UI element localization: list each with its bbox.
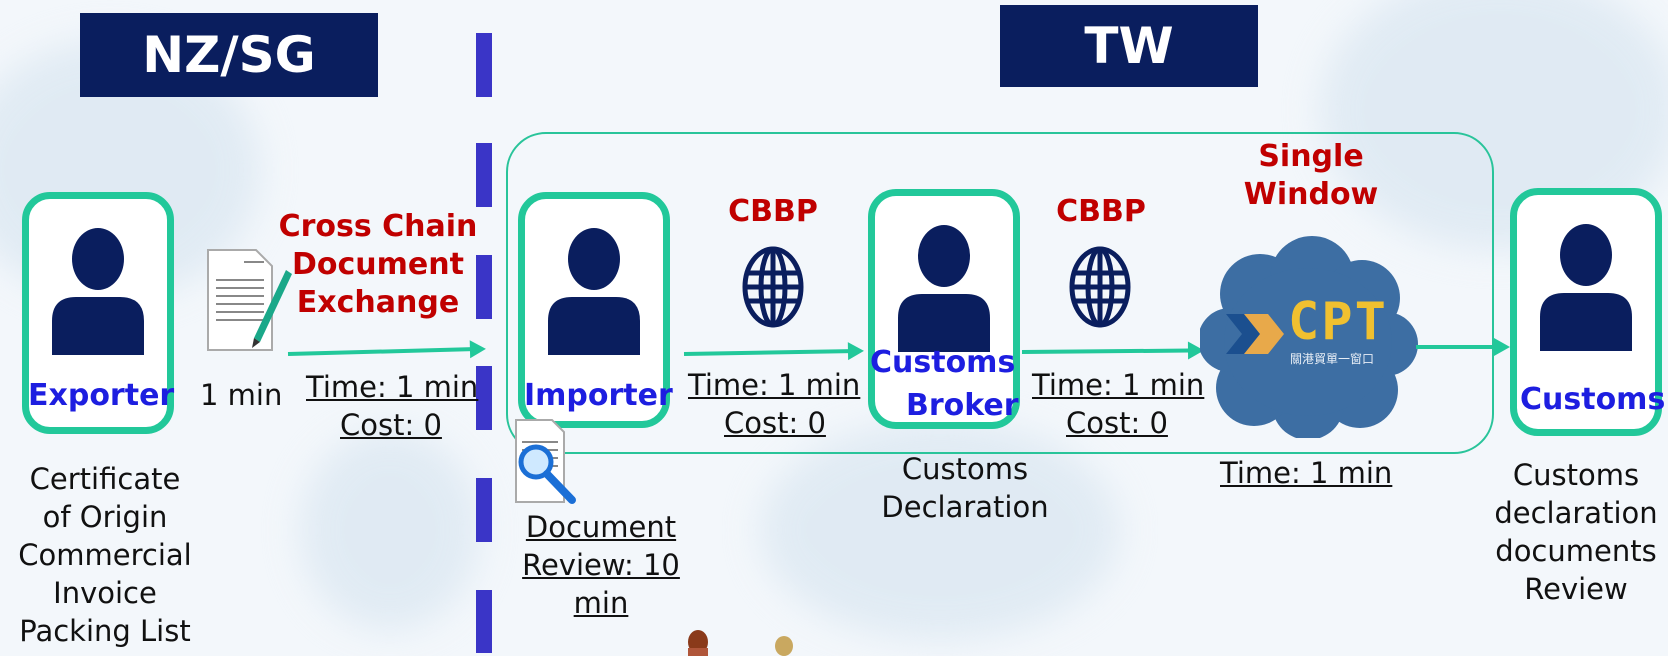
document-review-label: Document Review: 10 min	[522, 510, 680, 620]
single-window-label: Single Window	[1243, 139, 1379, 212]
person-icon	[1540, 224, 1632, 351]
broker-cost: Cost: 0	[1066, 406, 1168, 440]
exporter-card	[22, 192, 174, 434]
arrow-exporter-importer	[287, 347, 472, 356]
customs-broker-label-2: Broker	[906, 388, 1019, 423]
customs-declaration-label: Customs Declaration	[881, 452, 1049, 524]
importer-cost: Cost: 0	[724, 406, 826, 440]
customs-broker-label-1: Customs	[870, 345, 1016, 380]
people-figure-icon	[688, 630, 793, 656]
region-header-tw: TW	[1000, 5, 1258, 87]
cbbp-label-2: CBBP	[1056, 194, 1146, 229]
document-review-icon	[515, 419, 576, 504]
region-header-nzsg: NZ/SG	[80, 13, 378, 97]
importer-card	[518, 192, 670, 428]
cross-chain-time: Time: 1 min	[306, 370, 479, 404]
single-window-time: Time: 1 min	[1220, 456, 1393, 490]
cpt-logo-subtitle: 關港貿單一窗口	[1290, 352, 1375, 366]
broker-time: Time: 1 min	[1032, 368, 1205, 402]
globe-icon	[742, 246, 804, 328]
exporter-documents: Certificate of Origin Commercial Invoice…	[18, 462, 192, 648]
importer-label: Importer	[524, 378, 673, 413]
customs-card	[1510, 188, 1662, 436]
cross-chain-cost: Cost: 0	[340, 408, 442, 442]
exporter-label: Exporter	[28, 378, 175, 413]
document-sign-icon	[207, 249, 292, 351]
customs-label: Customs	[1520, 382, 1666, 417]
person-icon	[898, 225, 990, 352]
cbbp-label-1: CBBP	[728, 194, 818, 229]
importer-time: Time: 1 min	[688, 368, 861, 402]
customs-review-label: Customs declaration documents Review	[1494, 458, 1658, 606]
person-icon	[548, 228, 640, 355]
exporter-time: 1 min	[200, 378, 283, 412]
globe-icon	[1069, 246, 1131, 328]
customs-broker-card	[868, 189, 1020, 429]
cross-chain-label: Cross Chain Document Exchange	[278, 209, 478, 320]
person-icon	[52, 228, 144, 355]
cloud-icon	[1200, 236, 1418, 438]
arrow-singlewindow-customs	[1416, 338, 1510, 356]
tw-process-group	[506, 132, 1494, 454]
cpt-logo-text: CPT	[1288, 292, 1388, 352]
